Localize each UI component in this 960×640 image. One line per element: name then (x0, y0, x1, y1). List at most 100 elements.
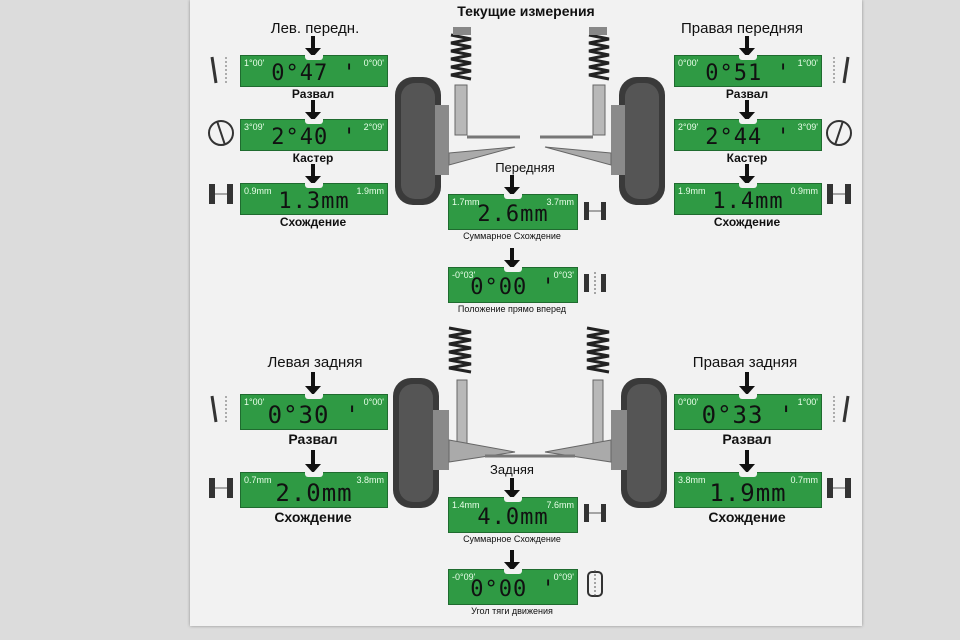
gauge-caption: Суммарное Схождение (463, 231, 561, 241)
gauge-bar: 3°09' 2°09' 2°40 ' (240, 119, 388, 151)
gauge-max: 0°03' (553, 270, 574, 280)
front-right-caster-gauge: 2°09' 3°09' 2°44 ' Кастер (674, 100, 822, 166)
camber-icon (210, 56, 227, 84)
rear-right-toe-gauge: 3.8mm 0.7mm 1.9mm Схождение (674, 450, 822, 530)
gauge-min: -0°09' (452, 572, 476, 582)
gauge-caption: Схождение (274, 509, 352, 525)
gauge-value: 2.0mm (275, 479, 353, 507)
gauge-max: 0.7mm (790, 475, 818, 485)
gauge-max: 1°00' (797, 58, 818, 68)
gauge-caption: Угол тяги движения (471, 606, 553, 616)
front-left-toe-gauge: 0.9mm 1.9mm 1.3mm Схождение (240, 164, 388, 230)
gauge-bar: 0°00' 1°00' 0°51 ' (674, 55, 822, 87)
toe-icon (827, 478, 851, 498)
total-toe-icon (584, 202, 606, 220)
gauge-value: 0°33 ' (701, 401, 795, 429)
gauge-max: 0°09' (553, 572, 574, 582)
rear-left-label: Левая задняя (267, 354, 363, 371)
front-right-camber-gauge: 0°00' 1°00' 0°51 ' Развал (674, 36, 822, 102)
gauge-value: 4.0mm (477, 505, 549, 530)
gauge-caption: Схождение (279, 215, 347, 229)
straight-ahead-gauge: -0°03' 0°03' 0°00 ' Положение прямо впер… (448, 248, 578, 318)
gauge-min: -0°03' (452, 270, 476, 280)
front-left-camber-gauge: 1°00' 0°00' 0°47 ' Развал (240, 36, 388, 102)
camber-icon (833, 395, 850, 423)
screen-title: Текущие измерения (457, 3, 595, 19)
gauge-value: 1.3mm (278, 189, 350, 214)
gauge-caption: Кастер (726, 151, 768, 165)
caster-icon (208, 120, 234, 146)
gauge-max: 0.9mm (790, 186, 818, 196)
thrust-angle-gauge: -0°09' 0°09' 0°00 ' Угол тяги движения (448, 550, 578, 620)
gauge-bar: 1°00' 0°00' 0°47 ' (240, 55, 388, 87)
gauge-caption: Схождение (708, 509, 786, 525)
gauge-min: 0°00' (678, 397, 699, 407)
gauge-min: 1.4mm (452, 500, 480, 510)
gauge-min: 1°00' (244, 58, 265, 68)
straight-ahead-icon (584, 272, 606, 296)
gauge-caption: Кастер (292, 151, 334, 165)
rear-right-camber-gauge: 0°00' 1°00' 0°33 ' Развал (674, 372, 822, 452)
gauge-bar: 3.8mm 0.7mm 1.9mm (674, 472, 822, 508)
front-left-caster-gauge: 3°09' 2°09' 2°40 ' Кастер (240, 100, 388, 166)
alignment-screen: Текущие измерения (190, 0, 862, 626)
front-total-toe-gauge: 1.7mm 3.7mm 2.6mm Суммарное Схождение (448, 175, 578, 245)
gauge-max: 3°09' (797, 122, 818, 132)
gauge-bar: 1.9mm 0.9mm 1.4mm (674, 183, 822, 215)
gauge-value: 2.6mm (477, 202, 549, 227)
gauge-min: 2°09' (678, 122, 699, 132)
gauge-bar: 1.4mm 7.6mm 4.0mm (448, 497, 578, 533)
total-toe-icon (584, 504, 606, 522)
gauge-max: 1°00' (797, 397, 818, 407)
gauge-bar: -0°09' 0°09' 0°00 ' (448, 569, 578, 605)
gauge-value: 1.9mm (709, 479, 787, 507)
front-right-label: Правая передняя (681, 20, 803, 37)
gauge-value: 0°00 ' (470, 577, 556, 602)
gauge-value: 1.4mm (712, 189, 784, 214)
gauge-caption: Положение прямо вперед (457, 304, 567, 314)
rear-suspension-illustration (393, 326, 667, 508)
gauge-value: 0°30 ' (267, 401, 361, 429)
gauge-max: 0°00' (363, 58, 384, 68)
gauge-caption: Развал (725, 87, 769, 101)
toe-icon (209, 184, 233, 204)
front-right-toe-gauge: 1.9mm 0.9mm 1.4mm Схождение (674, 164, 822, 230)
gauge-caption: Развал (291, 87, 335, 101)
gauge-max: 2°09' (363, 122, 384, 132)
gauge-min: 3°09' (244, 122, 265, 132)
gauge-caption: Развал (722, 431, 772, 447)
gauge-bar: -0°03' 0°03' 0°00 ' (448, 267, 578, 303)
gauge-min: 1.7mm (452, 197, 480, 207)
rear-total-toe-gauge: 1.4mm 7.6mm 4.0mm Суммарное Схождение (448, 478, 578, 548)
gauge-bar: 2°09' 3°09' 2°44 ' (674, 119, 822, 151)
front-center-label: Передняя (495, 160, 555, 175)
gauge-max: 3.8mm (356, 475, 384, 485)
rear-center-label: Задняя (490, 462, 534, 477)
front-left-label: Лев. передн. (270, 20, 360, 37)
toe-icon (209, 478, 233, 498)
rear-right-label: Правая задняя (692, 354, 798, 371)
gauge-value: 0°00 ' (470, 275, 556, 300)
camber-icon (833, 56, 850, 84)
gauge-min: 0°00' (678, 58, 699, 68)
caster-icon (826, 120, 852, 146)
gauge-max: 7.6mm (546, 500, 574, 510)
gauge-min: 0.7mm (244, 475, 272, 485)
gauge-min: 1.9mm (678, 186, 706, 196)
gauge-value: 2°44 ' (705, 125, 791, 150)
gauge-max: 1.9mm (356, 186, 384, 196)
toe-icon (827, 184, 851, 204)
gauge-value: 0°47 ' (271, 61, 357, 86)
gauge-value: 0°51 ' (705, 61, 791, 86)
gauge-value: 2°40 ' (271, 125, 357, 150)
gauge-min: 3.8mm (678, 475, 706, 485)
thrust-angle-icon (587, 570, 603, 598)
gauge-caption: Суммарное Схождение (463, 534, 561, 544)
gauge-caption: Схождение (713, 215, 781, 229)
gauge-min: 0.9mm (244, 186, 272, 196)
gauge-bar: 0°00' 1°00' 0°33 ' (674, 394, 822, 430)
front-suspension-illustration (395, 27, 665, 205)
rear-left-toe-gauge: 0.7mm 3.8mm 2.0mm Схождение (240, 450, 388, 530)
gauge-bar: 0.7mm 3.8mm 2.0mm (240, 472, 388, 508)
gauge-bar: 1.7mm 3.7mm 2.6mm (448, 194, 578, 230)
